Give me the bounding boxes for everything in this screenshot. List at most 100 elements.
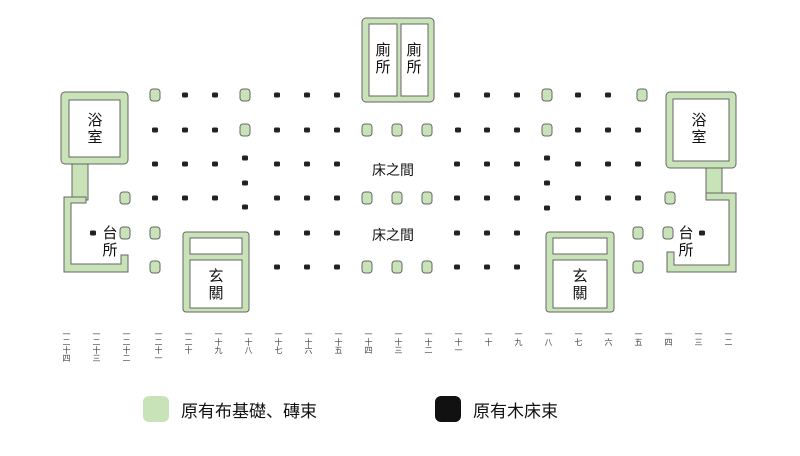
axis-label: 一六: [604, 330, 613, 346]
wood-post: [454, 92, 460, 98]
wood-post: [242, 204, 248, 210]
brick-post: [361, 191, 373, 205]
axis-label: 一二十二: [122, 330, 131, 362]
axis-label: 一三: [694, 330, 703, 346]
wood-post: [334, 264, 340, 270]
wood-post: [605, 92, 611, 98]
wood-post: [334, 230, 340, 236]
wood-post: [484, 195, 490, 201]
bath-left-inner: [68, 99, 121, 158]
axis-label: 一九: [514, 330, 523, 346]
wood-post: [304, 127, 310, 133]
entrance-right-inner: [552, 259, 608, 309]
wood-post: [635, 161, 641, 167]
wood-post: [514, 127, 520, 133]
wood-post: [274, 230, 280, 236]
axis-label: 一七: [574, 330, 583, 346]
brick-post: [149, 260, 161, 274]
wood-post: [334, 161, 340, 167]
wood-post: [605, 127, 611, 133]
brick-post: [239, 123, 251, 137]
wood-post: [304, 92, 310, 98]
wood-post: [182, 127, 188, 133]
wood-post: [334, 127, 340, 133]
axis-label: 一二十四: [62, 330, 71, 362]
wood-post: [334, 195, 340, 201]
entrance-right-bar: [552, 237, 608, 255]
wood-post: [182, 161, 188, 167]
wood-post: [304, 195, 310, 201]
brick-post: [391, 123, 403, 137]
brick-post: [541, 123, 553, 137]
wood-post: [274, 195, 280, 201]
brick-post: [632, 226, 644, 240]
wood-post: [514, 195, 520, 201]
axis-label: 一十三: [394, 330, 403, 354]
wood-post: [514, 92, 520, 98]
wood-post: [484, 92, 490, 98]
axis-label: 一八: [544, 330, 553, 346]
legend-item-wood: 原有木床束: [435, 396, 558, 422]
wood-post: [605, 161, 611, 167]
brick-post: [149, 226, 161, 240]
legend-item-brick: 原有布基礎、磚束: [143, 396, 317, 422]
entrance-left-inner: [189, 259, 243, 309]
wood-post: [544, 180, 550, 186]
wood-post: [152, 127, 158, 133]
wood-post: [454, 195, 460, 201]
bath-left-label: 浴室: [87, 111, 103, 146]
wood-post: [212, 195, 218, 201]
wood-post: [304, 230, 310, 236]
axis-label: 一十八: [244, 330, 253, 354]
wood-post: [242, 155, 248, 161]
wood-post: [242, 180, 248, 186]
wood-post: [514, 230, 520, 236]
walls: [60, 17, 737, 313]
wood-post: [274, 127, 280, 133]
wood-post: [605, 195, 611, 201]
legend-swatch-black: [435, 396, 461, 422]
axis-label: 一十六: [304, 330, 313, 354]
brick-post: [361, 260, 373, 274]
toilet-inner: [368, 23, 398, 97]
wood-post: [699, 230, 705, 236]
kitchen-right-label: 台所: [678, 224, 694, 259]
wood-post: [334, 92, 340, 98]
axis-label: 一十一: [454, 330, 463, 354]
wood-post: [152, 161, 158, 167]
wood-post: [304, 161, 310, 167]
wood-post: [484, 230, 490, 236]
axis-label: 一十: [484, 330, 493, 346]
wood-post: [274, 264, 280, 270]
wood-post: [454, 161, 460, 167]
wood-post: [635, 127, 641, 133]
legend-label: 原有布基礎、磚束: [181, 401, 317, 422]
wood-post: [212, 161, 218, 167]
wood-post: [544, 155, 550, 161]
wood-post: [635, 195, 641, 201]
brick-post: [391, 260, 403, 274]
wood-post: [212, 127, 218, 133]
brick-post: [361, 123, 373, 137]
wood-post: [455, 127, 461, 133]
wood-post: [484, 127, 490, 133]
brick-post: [119, 191, 131, 205]
wood-post: [514, 264, 520, 270]
wood-post: [212, 92, 218, 98]
wood-post: [575, 127, 581, 133]
brick-post: [421, 260, 433, 274]
toilet-label: 廁所: [406, 41, 422, 76]
wood-post: [484, 161, 490, 167]
wood-post: [544, 205, 550, 211]
wood-post: [182, 195, 188, 201]
axis-label: 一十七: [274, 330, 283, 354]
axis-label: 一二十: [184, 330, 193, 354]
brick-post: [239, 88, 251, 102]
legend-swatch-green: [143, 396, 169, 422]
wood-post: [514, 161, 520, 167]
brick-post: [632, 260, 644, 274]
brick-post: [541, 88, 553, 102]
brick-post: [662, 226, 674, 240]
floor-upper-label: 床之間: [372, 163, 414, 179]
